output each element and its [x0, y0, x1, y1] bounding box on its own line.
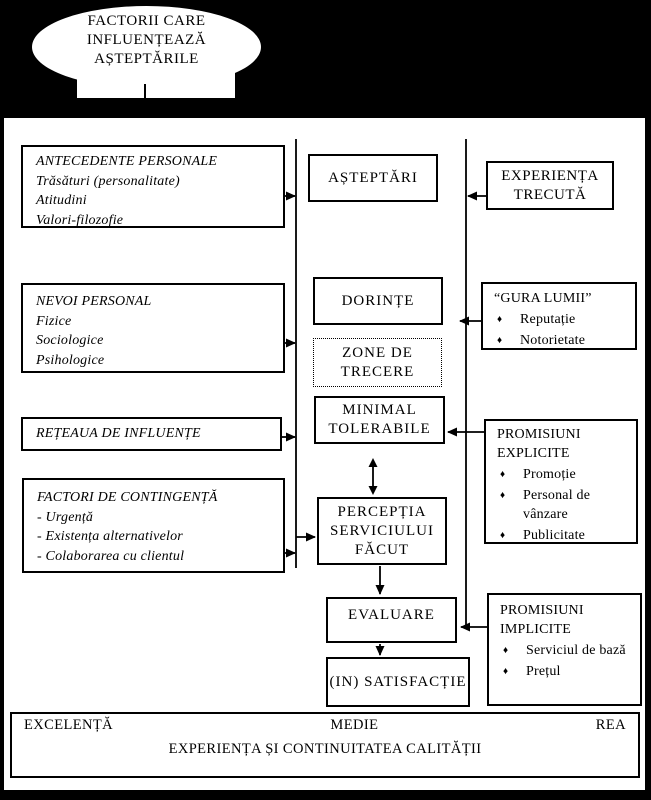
- list-item: ♦ Reputație: [494, 310, 631, 329]
- gura-lumii-box: “GURA LUMII” ♦ Reputație ♦ Notorietate: [481, 282, 637, 350]
- diamond-bullet-icon: ♦: [497, 314, 503, 325]
- list-item: ♦ Publicitate: [497, 526, 632, 545]
- antecedente-item: Atitudini: [36, 193, 87, 208]
- quality-scale-labels: EXCELENȚĂ MEDIE REA: [12, 714, 638, 734]
- reteaua-de-influente-box: REȚEAUA DE INFLUENȚE: [21, 417, 282, 451]
- antecedente-item: Valori-filozofie: [36, 212, 124, 228]
- asteptari-label: AȘTEPTĂRI: [328, 169, 418, 186]
- zone-de-trecere-box: ZONE DE TRECERE: [313, 338, 442, 387]
- asteptari-box: AȘTEPTĂRI: [308, 154, 438, 202]
- diamond-bullet-icon: ♦: [500, 530, 506, 541]
- diamond-bullet-icon: ♦: [500, 469, 506, 480]
- nevoi-title: NEVOI PERSONAL: [36, 294, 152, 309]
- diagram-title: FACTORII CARE INFLUENȚEAZĂ AȘTEPTĂRILE: [86, 13, 207, 67]
- dorinte-box: DORINȚE: [313, 277, 443, 325]
- reteaua-title: REȚEAUA DE INFLUENȚE: [36, 426, 201, 442]
- factori-item: - Urgență: [37, 509, 94, 525]
- factori-item: - Colaborarea cu clientul: [37, 548, 185, 564]
- promisiuni-implicite-item: Prețul: [526, 664, 561, 679]
- nevoi-item: Sociologice: [36, 333, 104, 348]
- promisiuni-implicite-box: PROMISIUNI IMPLICITE ♦ Serviciul de bază…: [487, 593, 642, 706]
- diamond-bullet-icon: ♦: [500, 490, 506, 501]
- list-item: ♦ Prețul: [500, 662, 636, 681]
- antecedente-item: Trăsături (personalitate): [36, 173, 180, 189]
- experienta-label: EXPERIENȚA TRECUTĂ: [501, 167, 599, 203]
- factori-item: - Existența alternativelor: [37, 529, 183, 544]
- gura-lumii-item: Notorietate: [520, 333, 586, 348]
- antecedente-personale-box: ANTECEDENTE PERSONALE Trăsături (persona…: [21, 145, 285, 228]
- dorinte-label: DORINȚE: [341, 292, 415, 309]
- list-item: ♦ Notorietate: [494, 331, 631, 350]
- perceptia-label: PERCEPȚIA SERVICIULUI FĂCUT: [330, 503, 434, 558]
- experienta-trecuta-box: EXPERIENȚA TRECUTĂ: [486, 161, 614, 210]
- satisfactie-label: (IN) SATISFACȚIE: [329, 673, 467, 690]
- promisiuni-explicite-box: PROMISIUNI EXPLICITE ♦ Promoție ♦ Person…: [484, 419, 638, 544]
- perceptia-serviciului-box: PERCEPȚIA SERVICIULUI FĂCUT: [317, 497, 447, 565]
- promisiuni-explicite-item: Publicitate: [523, 528, 586, 543]
- promisiuni-explicite-item: Promoție: [523, 467, 576, 482]
- factori-de-contingenta-box: FACTORI DE CONTINGENȚĂ - Urgență - Exist…: [22, 478, 285, 573]
- promisiuni-implicite-item: Serviciul de bază: [526, 643, 626, 658]
- nevoi-personal-box: NEVOI PERSONAL Fizice Sociologice Psihol…: [21, 283, 285, 373]
- satisfactie-box: (IN) SATISFACȚIE: [326, 657, 470, 707]
- scale-label-excelenta: EXCELENȚĂ: [24, 717, 113, 733]
- list-item: ♦ Serviciul de bază: [500, 641, 636, 660]
- list-item: ♦ Promoție: [497, 465, 632, 484]
- promisiuni-implicite-title: PROMISIUNI IMPLICITE: [500, 603, 584, 637]
- nevoi-item: Psihologice: [36, 352, 105, 368]
- quality-axis-title: EXPERIENȚA ȘI CONTINUITATEA CALITĂȚII: [168, 741, 482, 757]
- promisiuni-explicite-title: PROMISIUNI EXPLICITE: [497, 427, 581, 461]
- antecedente-title: ANTECEDENTE PERSONALE: [36, 154, 218, 169]
- minimal-tolerabile-box: MINIMAL TOLERABILE: [314, 396, 445, 444]
- nevoi-item: Fizice: [36, 313, 72, 329]
- ellipse-bottom-patch: [77, 72, 235, 98]
- diamond-bullet-icon: ♦: [503, 666, 509, 677]
- minimal-tolerabile-label: MINIMAL TOLERABILE: [328, 402, 431, 437]
- evaluare-box: EVALUARE: [326, 597, 457, 643]
- diamond-bullet-icon: ♦: [503, 645, 509, 656]
- quality-scale-box: EXCELENȚĂ MEDIE REA EXPERIENȚA ȘI CONTIN…: [10, 712, 640, 778]
- factori-title: FACTORI DE CONTINGENȚĂ: [37, 490, 218, 505]
- promisiuni-explicite-item: Personal de vânzare: [523, 488, 591, 522]
- diamond-bullet-icon: ♦: [497, 335, 503, 346]
- scale-label-rea: REA: [595, 717, 626, 733]
- zone-de-trecere-label: ZONE DE TRECERE: [340, 344, 415, 380]
- evaluare-label: EVALUARE: [348, 607, 435, 623]
- scale-label-medie: MEDIE: [330, 717, 379, 733]
- gura-lumii-item: Reputație: [520, 312, 576, 327]
- gura-lumii-title: “GURA LUMII”: [494, 291, 592, 306]
- ellipse-pointer-line: [144, 84, 146, 99]
- list-item: ♦ Personal de vânzare: [497, 486, 632, 524]
